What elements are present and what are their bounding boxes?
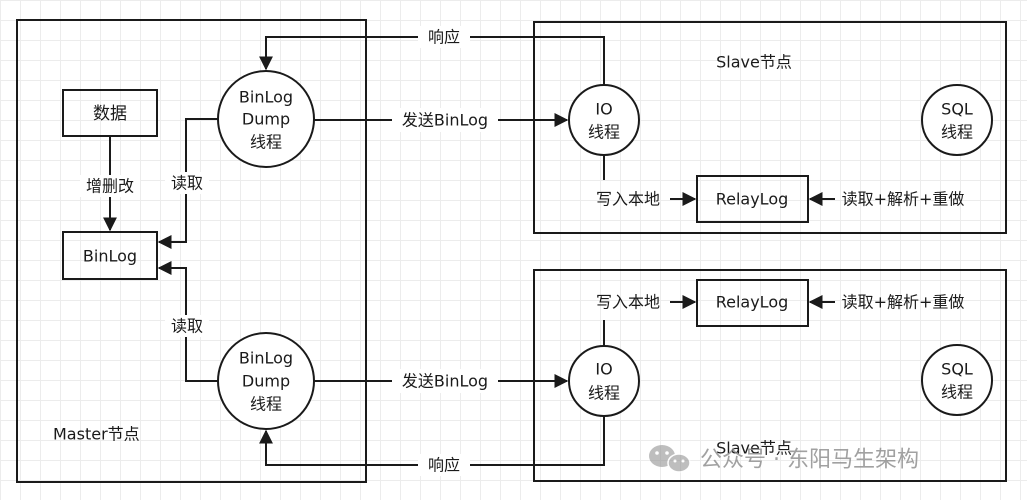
dump-bottom-line1: BinLog [239,349,293,368]
read-parse-redo-bottom: 读取+解析+重做 [842,293,965,312]
data-box-label: 数据 [93,104,127,124]
read-label-top: 读取 [171,174,203,193]
watermark-text: 公众号 · 东阳马生架构 [700,448,919,473]
io-thread-top [568,84,640,156]
send-binlog-label-top: 发送BinLog [402,111,488,130]
dump-top-line3: 线程 [250,133,282,152]
dump-top-line2: Dump [242,110,290,129]
sql-bottom-line1: SQL [941,360,973,379]
relaylog-box-top [696,175,809,223]
io-thread-bottom [568,345,640,417]
slave-top-label: Slave节点 [716,53,792,72]
sql-thread-bottom [921,344,993,416]
io-bottom-line2: 线程 [588,384,620,403]
wechat-icon [649,445,691,473]
send-binlog-label-bottom: 发送BinLog [402,372,488,391]
read-parse-redo-top: 读取+解析+重做 [842,190,965,209]
slave-bottom-label: Slave节点 [716,439,792,458]
relaylog-bottom-label: RelayLog [716,293,789,312]
write-local-top: 写入本地 [596,190,660,209]
binlog-box [62,231,158,280]
write-local-bottom: 写入本地 [596,293,660,312]
binlog-box-label: BinLog [83,247,137,266]
dump-bottom-line2: Dump [242,372,290,391]
edit-label: 增删改 [86,177,134,196]
dump-top-line1: BinLog [239,88,293,107]
sql-thread-top [921,84,993,156]
response-label-bottom: 响应 [428,456,460,475]
response-label-top: 响应 [428,28,460,47]
master-node-box [16,19,367,483]
relaylog-box-bottom [696,279,809,327]
master-node-label: Master节点 [53,425,140,444]
slave-node-bottom-box [533,269,1007,482]
relaylog-top-label: RelayLog [716,190,789,209]
dump-bottom-line3: 线程 [250,395,282,414]
sql-top-line2: 线程 [941,123,973,142]
slave-node-top-box [533,21,1007,234]
io-top-line1: IO [595,100,612,119]
io-bottom-line1: IO [595,360,612,379]
sql-bottom-line2: 线程 [941,383,973,402]
io-top-line2: 线程 [588,123,620,142]
read-label-bottom: 读取 [171,317,203,336]
sql-top-line1: SQL [941,100,973,119]
